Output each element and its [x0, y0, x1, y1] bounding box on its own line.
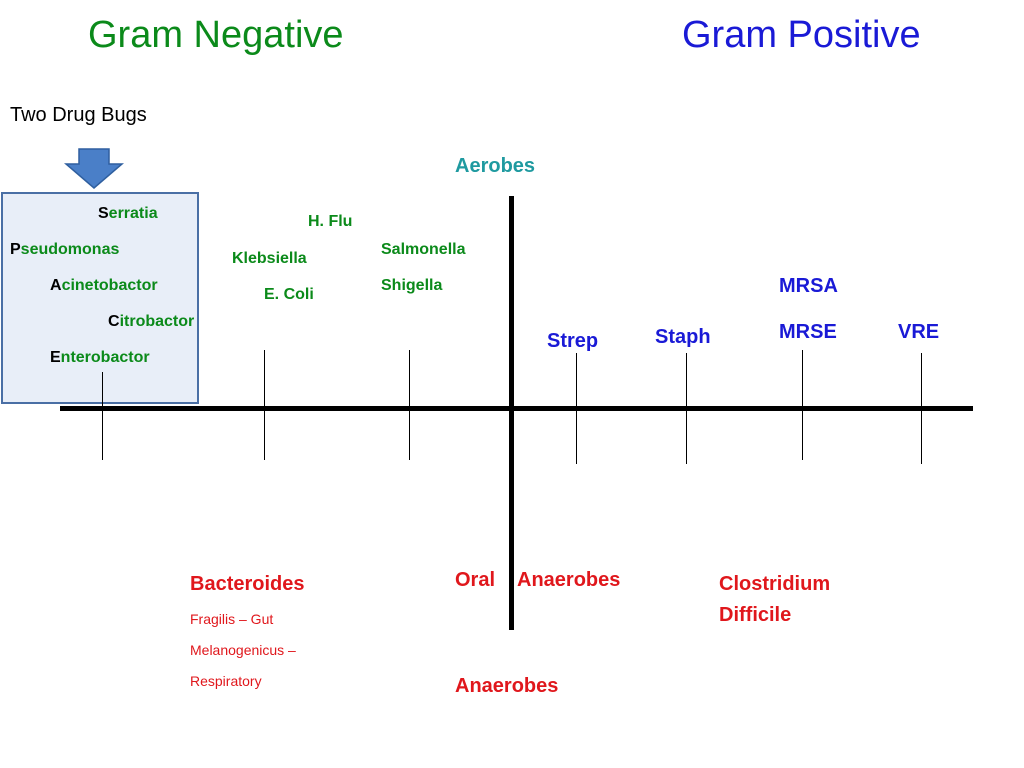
clostridium-label: Clostridium: [719, 573, 831, 595]
anaerobes-label: Anaerobes: [455, 675, 559, 697]
tick-line-staph: [686, 353, 687, 464]
staph-label: Staph: [655, 326, 711, 348]
vertical-axis: [509, 196, 514, 630]
melanogenicus-label: Melanogenicus –: [190, 642, 296, 658]
gram-negative-title: Gram Negative: [88, 14, 344, 56]
tick-line-strep: [576, 353, 577, 464]
difficile-label: Difficile: [719, 604, 792, 626]
mrsa-label: MRSA: [779, 275, 838, 297]
hflu-label: H. Flu: [308, 213, 353, 230]
box-item-serratia: Serratia: [98, 205, 158, 222]
respiratory-label: Respiratory: [190, 673, 262, 689]
oral-label: Oral: [455, 569, 496, 591]
box-item-citrobactor: Citrobactor: [108, 313, 195, 330]
tick-line-salmonella: [409, 350, 410, 460]
tick-line-mrsa: [802, 350, 803, 460]
two-drug-bugs-label: Two Drug Bugs: [10, 104, 147, 126]
ecoli-label: E. Coli: [264, 286, 314, 303]
tick-line-vre: [921, 353, 922, 464]
vre-label: VRE: [898, 321, 940, 343]
fragilis-label: Fragilis – Gut: [190, 611, 274, 627]
mrse-label: MRSE: [779, 321, 837, 343]
oral-anaerobes-label: Anaerobes: [517, 569, 621, 591]
tick-line-two-drug: [102, 372, 103, 460]
box-item-enterobactor: Enterobactor: [50, 349, 150, 366]
two-drug-bugs-box: [1, 192, 199, 404]
horizontal-axis: [60, 406, 973, 411]
box-item-pseudomonas: Pseudomonas: [10, 241, 120, 258]
box-item-acinetobactor: Acinetobactor: [50, 277, 158, 294]
tick-line-klebsiella: [264, 350, 265, 460]
aerobes-label: Aerobes: [455, 155, 536, 177]
salmonella-label: Salmonella: [381, 241, 466, 258]
bacteroides-label: Bacteroides: [190, 573, 305, 595]
klebsiella-label: Klebsiella: [232, 250, 307, 267]
down-arrow-icon: [64, 148, 124, 189]
strep-label: Strep: [547, 330, 599, 352]
shigella-label: Shigella: [381, 277, 443, 294]
gram-positive-title: Gram Positive: [682, 14, 921, 56]
